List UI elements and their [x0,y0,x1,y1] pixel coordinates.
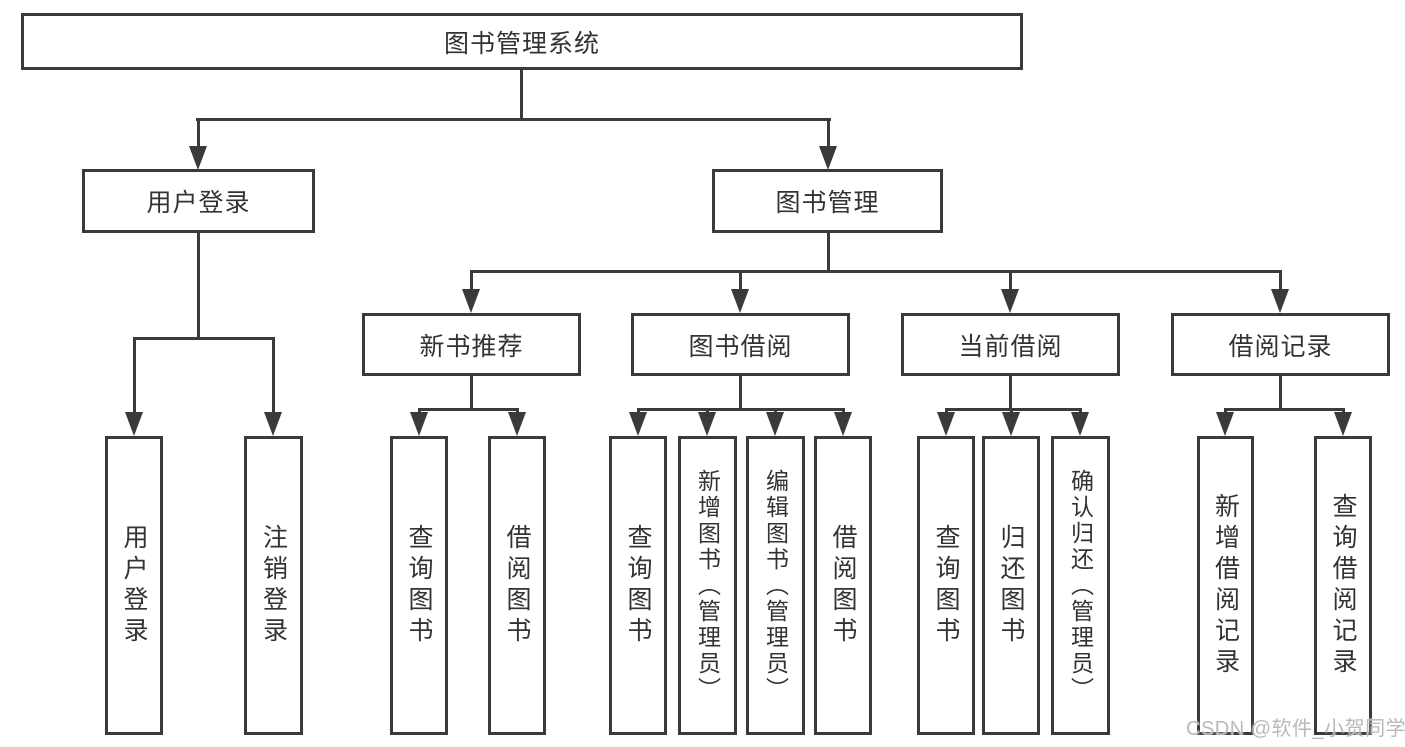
node-current-borrow-label: 当前借阅 [958,332,1063,361]
node-user-login-label: 用户登录 [146,189,251,217]
connector-line [470,270,1282,273]
node-borrow-records: 借阅记录 [1171,313,1390,376]
arrowhead-icon [819,146,837,170]
arrowhead-icon [1002,412,1020,436]
connector-line [418,408,519,411]
leaf-query-borrow-record: 查询借阅记录 [1314,436,1372,735]
leaf-query-books-current-label: 查询图书 [932,523,960,648]
leaf-user-login-label: 用户登录 [120,523,148,648]
connector-line [1279,374,1282,411]
leaf-user-login: 用户登录 [105,436,163,735]
arrowhead-icon [1071,412,1089,436]
arrowhead-icon [1001,289,1019,313]
connector-line [470,374,473,411]
arrowhead-icon [1334,412,1352,436]
leaf-add-borrow-record-label: 新增借阅记录 [1211,492,1240,679]
arrowhead-icon [629,412,647,436]
arrowhead-icon [410,412,428,436]
leaf-query-books-borrow-label: 查询图书 [624,523,652,648]
node-root-system: 图书管理系统 [21,13,1023,70]
leaf-add-borrow-record: 新增借阅记录 [1197,436,1254,735]
connector-line [1009,374,1012,411]
leaf-query-books-recommend: 查询图书 [390,436,448,735]
arrowhead-icon [264,412,282,436]
leaf-logout: 注销登录 [244,436,303,735]
node-borrow-records-label: 借阅记录 [1228,332,1333,361]
node-book-management: 图书管理 [712,169,943,233]
leaf-query-books-current: 查询图书 [917,436,975,735]
leaf-confirm-return-admin-label: 确认归还（管理员） [1067,468,1094,703]
leaf-return-books-label: 归还图书 [997,523,1025,648]
connector-line [197,118,200,150]
arrowhead-icon [731,289,749,313]
connector-line [827,118,830,150]
leaf-edit-books-admin-label: 编辑图书（管理员） [762,468,789,703]
connector-line [272,337,275,415]
connector-line [197,233,200,340]
leaf-borrow-books: 借阅图书 [814,436,872,735]
node-book-borrow-label: 图书借阅 [688,332,793,361]
arrowhead-icon [1216,412,1234,436]
leaf-add-books-admin: 新增图书（管理员） [678,436,737,735]
node-new-book-recommend: 新书推荐 [362,313,581,376]
connector-line [196,118,831,121]
connector-line [520,70,523,121]
connector-line [739,374,742,411]
connector-line [133,337,275,340]
leaf-logout-label: 注销登录 [259,523,288,648]
connector-line [133,337,136,415]
leaf-edit-books-admin: 编辑图书（管理员） [746,436,805,735]
leaf-borrow-books-recommend-label: 借阅图书 [503,523,531,648]
arrowhead-icon [1271,289,1289,313]
leaf-query-books-recommend-label: 查询图书 [405,523,433,648]
csdn-watermark: CSDN @软件_小贺同学 [1186,718,1405,740]
arrowhead-icon [698,412,716,436]
leaf-confirm-return-admin: 确认归还（管理员） [1051,436,1110,735]
connector-line [739,270,742,295]
leaf-borrow-books-label: 借阅图书 [829,523,857,648]
arrowhead-icon [766,412,784,436]
arrowhead-icon [462,289,480,313]
arrowhead-icon [937,412,955,436]
connector-line [1279,270,1282,295]
arrowhead-icon [508,412,526,436]
connector-line [470,270,473,295]
node-user-login: 用户登录 [82,169,315,233]
connector-line [1224,408,1345,411]
node-current-borrow: 当前借阅 [901,313,1120,376]
connector-line [945,408,1082,411]
leaf-query-books-borrow: 查询图书 [609,436,667,735]
connector-line [827,233,830,273]
arrowhead-icon [189,146,207,170]
arrowhead-icon [125,412,143,436]
node-book-borrow: 图书借阅 [631,313,850,376]
leaf-query-borrow-record-label: 查询借阅记录 [1329,492,1357,679]
arrowhead-icon [834,412,852,436]
connector-line [1009,270,1012,295]
connector-line [637,408,845,411]
node-root-label: 图书管理系统 [443,29,600,58]
leaf-add-books-admin-label: 新增图书（管理员） [694,468,721,703]
node-new-book-recommend-label: 新书推荐 [419,332,524,361]
leaf-borrow-books-recommend: 借阅图书 [488,436,546,735]
leaf-return-books: 归还图书 [982,436,1040,735]
node-book-management-label: 图书管理 [775,189,880,217]
